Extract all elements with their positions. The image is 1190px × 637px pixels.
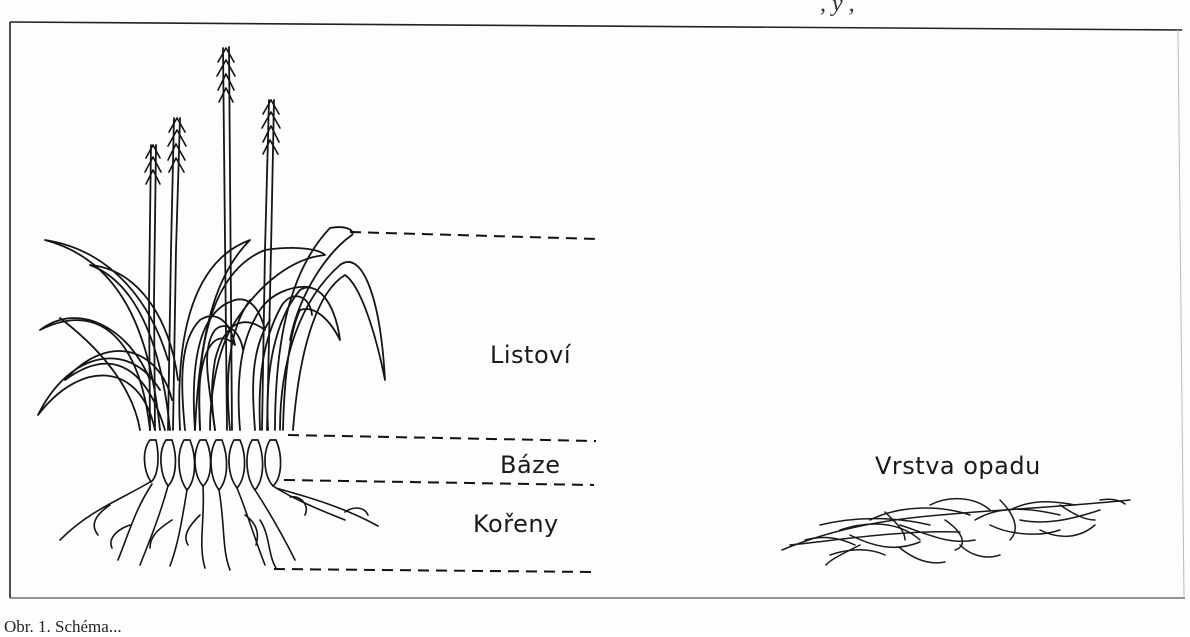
- header-fragment: , y ,: [820, 0, 855, 18]
- roots-label: Kořeny: [473, 510, 559, 538]
- base-label: Báze: [500, 451, 561, 479]
- figure-caption: Obr. 1. Schéma...: [4, 617, 122, 637]
- litter-layer-label: Vrstva opadu: [875, 452, 1041, 480]
- foliage-label: Listoví: [490, 341, 571, 369]
